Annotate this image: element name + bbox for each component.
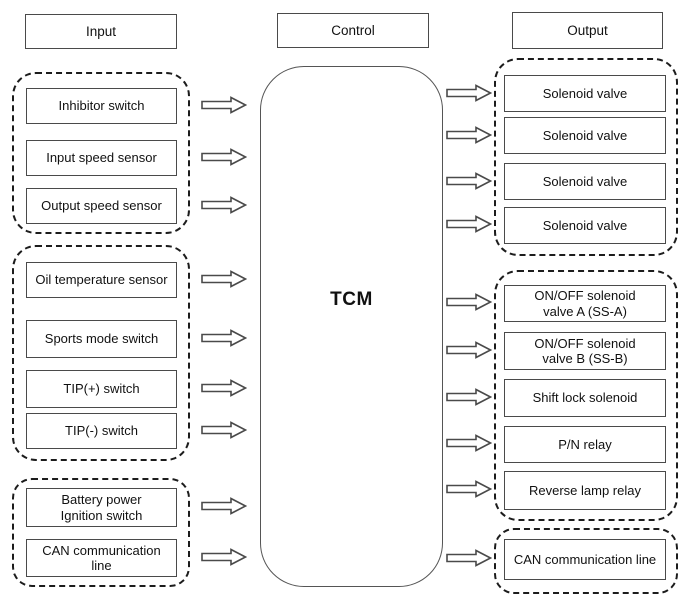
tcm-block: TCM: [260, 66, 443, 587]
tcm-label: TCM: [330, 289, 373, 310]
output-box-reverse-lamp-relay: Reverse lamp relay: [504, 471, 666, 510]
output-box-solenoid-valve-2: Solenoid valve: [504, 117, 666, 154]
output-arrow-icon: [446, 293, 492, 311]
output-box-shift-lock-solenoid: Shift lock solenoid: [504, 379, 666, 417]
output-arrow-icon: [446, 434, 492, 452]
output-box-can-communication-line: CAN communication line: [504, 539, 666, 580]
input-arrow-icon: [201, 421, 247, 439]
output-box-solenoid-valve-4: Solenoid valve: [504, 207, 666, 244]
output-arrow-icon: [446, 84, 492, 102]
input-arrow-icon: [201, 497, 247, 515]
input-box-inhibitor-switch: Inhibitor switch: [26, 88, 177, 124]
input-arrow-icon: [201, 196, 247, 214]
output-group-solenoid-valves: [494, 58, 678, 256]
input-box-input-speed-sensor: Input speed sensor: [26, 140, 177, 176]
input-box-tip-minus-switch: TIP(-) switch: [26, 413, 177, 449]
output-arrow-icon: [446, 341, 492, 359]
output-arrow-icon: [446, 172, 492, 190]
output-box-solenoid-valve-3: Solenoid valve: [504, 163, 666, 200]
input-box-output-speed-sensor: Output speed sensor: [26, 188, 177, 224]
input-arrow-icon: [201, 270, 247, 288]
input-arrow-icon: [201, 379, 247, 397]
input-box-can-communication-line: CAN communication line: [26, 539, 177, 577]
output-arrow-icon: [446, 215, 492, 233]
output-box-onoff-solenoid-ss-b: ON/OFF solenoid valve B (SS-B): [504, 332, 666, 370]
input-box-sports-mode-switch: Sports mode switch: [26, 320, 177, 358]
output-arrow-icon: [446, 480, 492, 498]
output-column-header: Output: [512, 12, 663, 49]
input-arrow-icon: [201, 548, 247, 566]
input-column-header: Input: [25, 14, 177, 49]
input-box-oil-temperature-sensor: Oil temperature sensor: [26, 262, 177, 298]
input-arrow-icon: [201, 148, 247, 166]
output-group-can: [494, 528, 678, 594]
input-box-battery-ignition: Battery power Ignition switch: [26, 488, 177, 527]
input-arrow-icon: [201, 96, 247, 114]
output-group-actuators: [494, 270, 678, 521]
output-box-onoff-solenoid-ss-a: ON/OFF solenoid valve A (SS-A): [504, 285, 666, 322]
input-arrow-icon: [201, 329, 247, 347]
input-group-switches: [12, 245, 190, 461]
output-box-pn-relay: P/N relay: [504, 426, 666, 463]
output-box-solenoid-valve-1: Solenoid valve: [504, 75, 666, 112]
output-arrow-icon: [446, 549, 492, 567]
input-box-tip-plus-switch: TIP(+) switch: [26, 370, 177, 408]
input-group-speed-sensors: [12, 72, 190, 234]
output-arrow-icon: [446, 126, 492, 144]
output-arrow-icon: [446, 388, 492, 406]
control-column-header: Control: [277, 13, 429, 48]
input-group-power-can: [12, 478, 190, 587]
